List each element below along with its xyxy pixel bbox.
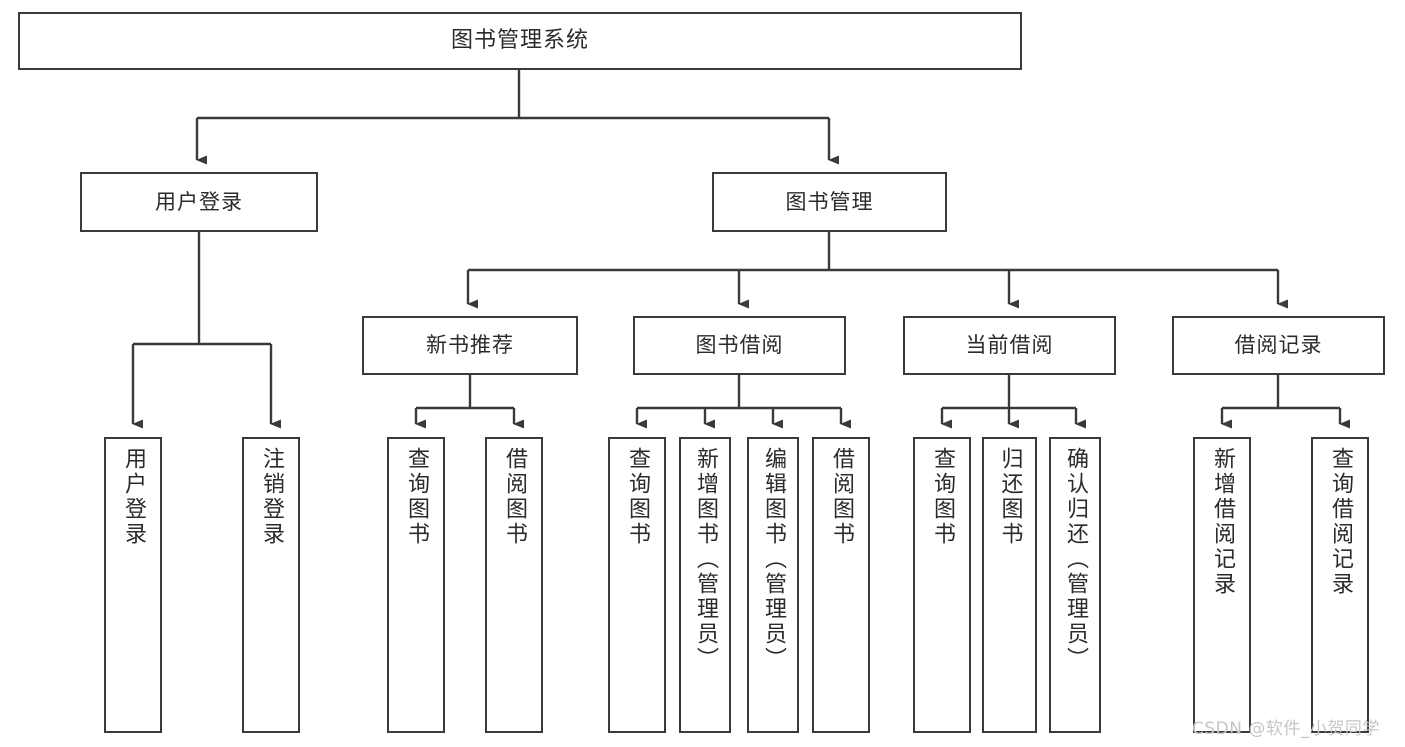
node-root-book-management-system[interactable]: 图书管理系统 [18,12,1022,70]
node-label: 借阅图书 [829,447,854,547]
node-label: 编辑图书（管理员） [761,447,786,672]
node-label: 借阅记录 [1234,333,1323,358]
leaf-return-book[interactable]: 归还图书 [982,437,1037,733]
leaf-borrow-book-recommend[interactable]: 借阅图书 [485,437,543,733]
node-label: 用户登录 [121,447,146,547]
leaf-user-login[interactable]: 用户登录 [104,437,162,733]
node-user-login[interactable]: 用户登录 [80,172,318,232]
leaf-query-book-borrow[interactable]: 查询图书 [608,437,666,733]
node-borrow-record[interactable]: 借阅记录 [1172,316,1385,375]
node-book-management[interactable]: 图书管理 [712,172,947,232]
leaf-query-book-recommend[interactable]: 查询图书 [387,437,445,733]
node-label: 图书借阅 [695,333,784,358]
node-new-book-recommend[interactable]: 新书推荐 [362,316,578,375]
node-book-borrow[interactable]: 图书借阅 [633,316,846,375]
csdn-watermark: CSDN @软件_小贺同学 [1192,719,1380,739]
node-label: 归还图书 [997,447,1023,547]
leaf-query-book-current[interactable]: 查询图书 [913,437,971,733]
node-label: 图书管理系统 [450,28,589,54]
node-label: 用户登录 [155,189,243,214]
node-label: 查询图书 [625,447,650,547]
node-label: 查询借阅记录 [1328,447,1353,597]
leaf-borrow-book[interactable]: 借阅图书 [812,437,870,733]
node-label: 确认归还（管理员） [1063,447,1088,672]
node-label: 新书推荐 [426,333,514,358]
node-current-borrow[interactable]: 当前借阅 [903,316,1116,375]
leaf-query-borrow-record[interactable]: 查询借阅记录 [1311,437,1369,733]
node-label: 新增借阅记录 [1210,447,1235,597]
leaf-logout[interactable]: 注销登录 [242,437,300,733]
node-label: 查询图书 [404,447,429,547]
leaf-add-book-admin[interactable]: 新增图书（管理员） [679,437,731,733]
node-label: 当前借阅 [965,333,1054,358]
node-label: 注销登录 [259,447,284,547]
node-label: 图书管理 [785,189,874,214]
node-label: 借阅图书 [502,447,527,547]
leaf-add-borrow-record[interactable]: 新增借阅记录 [1193,437,1251,733]
node-label: 查询图书 [930,447,955,547]
node-label: 新增图书（管理员） [693,447,718,672]
leaf-confirm-return-admin[interactable]: 确认归还（管理员） [1049,437,1101,733]
leaf-edit-book-admin[interactable]: 编辑图书（管理员） [747,437,799,733]
